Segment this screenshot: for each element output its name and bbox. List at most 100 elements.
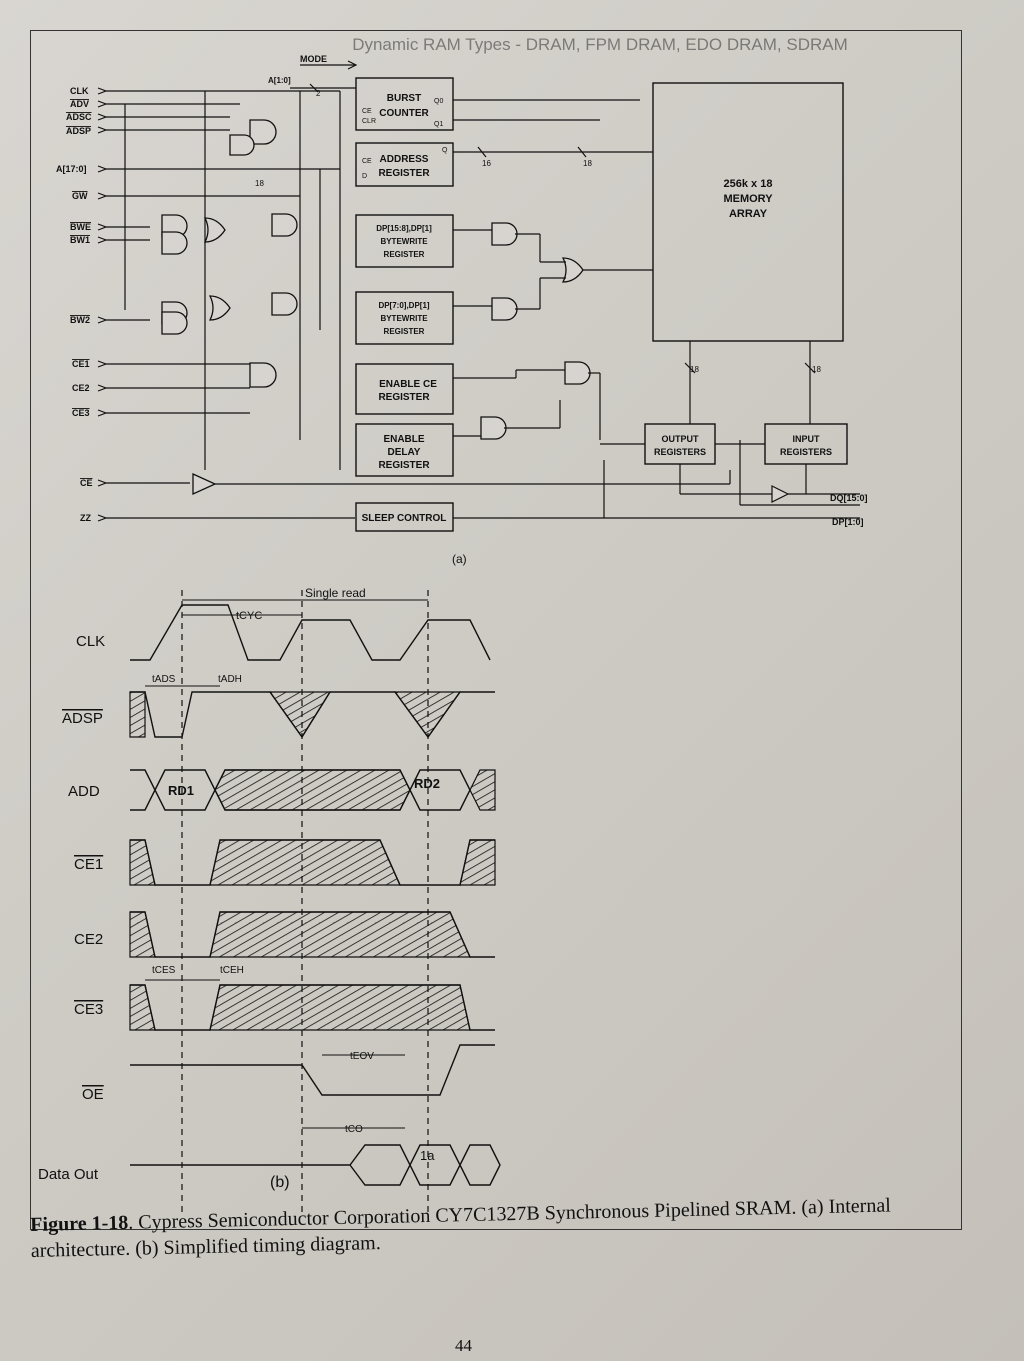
panel-b-label: (b): [270, 1174, 290, 1191]
sleep-label: SLEEP CONTROL: [362, 513, 447, 524]
logic-gates: [161, 119, 591, 496]
burst-pin-ce: CE: [362, 108, 372, 115]
data-1a-label: 1a: [420, 1148, 435, 1163]
address-register-box: [355, 142, 454, 187]
input-ce2: CE2: [72, 383, 90, 393]
faded-header: Dynamic RAM Types - DRAM, FPM DRAM, EDO …: [352, 35, 848, 54]
internal-wiring: [215, 60, 860, 519]
timing-diagram: CLK ADSP ADD CE1 CE2 CE3 OE Data Out: [38, 586, 501, 1215]
byte-low-label-3: REGISTER: [384, 327, 425, 336]
tco-label: tCO: [345, 1124, 363, 1135]
input-adsp: ADSP: [66, 126, 91, 136]
input-bwe: BWE: [70, 222, 91, 232]
input-registers-box: [764, 423, 848, 465]
oe-waveform: [130, 1044, 495, 1096]
byte-low-label-1: DP[7:0],DP[1]: [378, 301, 429, 310]
bus-width-18c: 18: [690, 365, 699, 374]
address-pin-d: D: [362, 173, 367, 180]
tcyc-label: tCYC: [236, 610, 262, 622]
sleep-control-box: [355, 502, 454, 532]
enable-ce-label-2: REGISTER: [378, 392, 430, 403]
output-regs-label-2: REGISTERS: [654, 447, 706, 457]
addr-bus-label: A[1:0]: [268, 76, 291, 85]
input-ce: CE: [80, 478, 93, 488]
bus-width-18d: 18: [812, 365, 821, 374]
tads-label: tADS: [152, 674, 176, 685]
byte-high-label-2: BYTEWRITE: [380, 237, 428, 246]
bus-width-2: 2: [316, 89, 321, 98]
timing-label-ce1: CE1: [74, 856, 103, 873]
byte-high-label-3: REGISTER: [384, 250, 425, 259]
enable-delay-register-box: [355, 423, 454, 477]
memory-array-box: [652, 82, 844, 342]
timing-arrows: [145, 599, 428, 1129]
panel-a-label: (a): [452, 552, 467, 566]
input-bw2: BW2: [70, 315, 90, 325]
single-read-label: Single read: [305, 586, 366, 600]
timing-label-clk: CLK: [76, 633, 105, 650]
output-registers-box: [644, 423, 716, 465]
byte-low-label-2: BYTEWRITE: [380, 314, 428, 323]
figure-frame: [30, 30, 962, 1230]
timing-signal-labels: CLK ADSP ADD CE1 CE2 CE3 OE Data Out: [38, 633, 105, 1183]
timing-label-ce2: CE2: [74, 931, 103, 948]
byte-low-register-box: [355, 291, 454, 345]
output-dq: DQ[15:0]: [830, 493, 868, 503]
input-regs-label-1: INPUT: [793, 434, 821, 444]
rd2-label: RD2: [414, 776, 440, 791]
mode-label: MODE: [300, 54, 327, 64]
input-zz: ZZ: [80, 513, 91, 523]
burst-pin-q1: Q1: [434, 121, 443, 128]
burst-counter-box: [355, 77, 454, 131]
input-gw: GW: [72, 191, 88, 201]
burst-label-2: COUNTER: [379, 108, 429, 119]
bus-width-18b: 18: [583, 159, 592, 168]
input-ce1: CE1: [72, 359, 90, 369]
input-clk: CLK: [70, 86, 89, 96]
enable-ce-label-1: ENABLE CE: [379, 379, 437, 390]
timing-label-ce3: CE3: [74, 1001, 103, 1018]
figure-number: Figure 1-18: [30, 1211, 129, 1236]
address-label-2: REGISTER: [378, 168, 430, 179]
byte-high-label-1: DP[15:8],DP[1]: [376, 224, 432, 233]
input-labels: CLK ADV ADSC ADSP A[17:0] GW BWE BW1 BW2…: [56, 86, 93, 523]
teov-label: tEOV: [350, 1051, 374, 1062]
page-number: 44: [455, 1336, 472, 1355]
data-out-waveform: [130, 1144, 501, 1186]
bus-width-18a: 18: [255, 179, 264, 188]
tadh-label: tADH: [218, 674, 242, 685]
clk-waveform: [130, 604, 491, 661]
burst-pin-q0: Q0: [434, 98, 443, 105]
input-adsc: ADSC: [66, 112, 92, 122]
input-arrows: [97, 87, 355, 522]
memory-label-1: 256k x 18: [724, 178, 773, 190]
register-blocks: [355, 77, 848, 532]
output-dp: DP[1:0]: [832, 517, 864, 527]
timing-label-adsp: ADSP: [62, 710, 103, 727]
enable-delay-label-2: DELAY: [388, 447, 421, 458]
block-labels: BURST COUNTER CE CLR Q0 Q1 ADDRESS REGIS…: [255, 54, 868, 566]
timing-label-oe: OE: [82, 1086, 104, 1103]
address-pin-q: Q: [442, 147, 448, 154]
memory-label-3: ARRAY: [729, 208, 768, 220]
timing-label-add: ADD: [68, 783, 100, 800]
input-adv: ADV: [70, 99, 89, 109]
input-addr: A[17:0]: [56, 164, 87, 174]
byte-high-register-box: [355, 214, 454, 268]
tceh-label: tCEH: [220, 965, 244, 976]
enable-ce-register-box: [355, 363, 454, 415]
enable-delay-label-1: ENABLE: [383, 434, 424, 445]
burst-label-1: BURST: [387, 93, 421, 104]
input-bw1: BW1: [70, 235, 90, 245]
enable-delay-label-3: REGISTER: [378, 460, 430, 471]
input-ce3: CE3: [72, 408, 90, 418]
rd1-label: RD1: [168, 783, 194, 798]
tces-label: tCES: [152, 965, 176, 976]
bus-width-16: 16: [482, 159, 491, 168]
architecture-diagram: CLK ADV ADSC ADSP A[17:0] GW BWE BW1 BW2…: [56, 54, 868, 566]
input-regs-label-2: REGISTERS: [780, 447, 832, 457]
memory-label-2: MEMORY: [723, 193, 773, 205]
burst-pin-clr: CLR: [362, 118, 376, 125]
